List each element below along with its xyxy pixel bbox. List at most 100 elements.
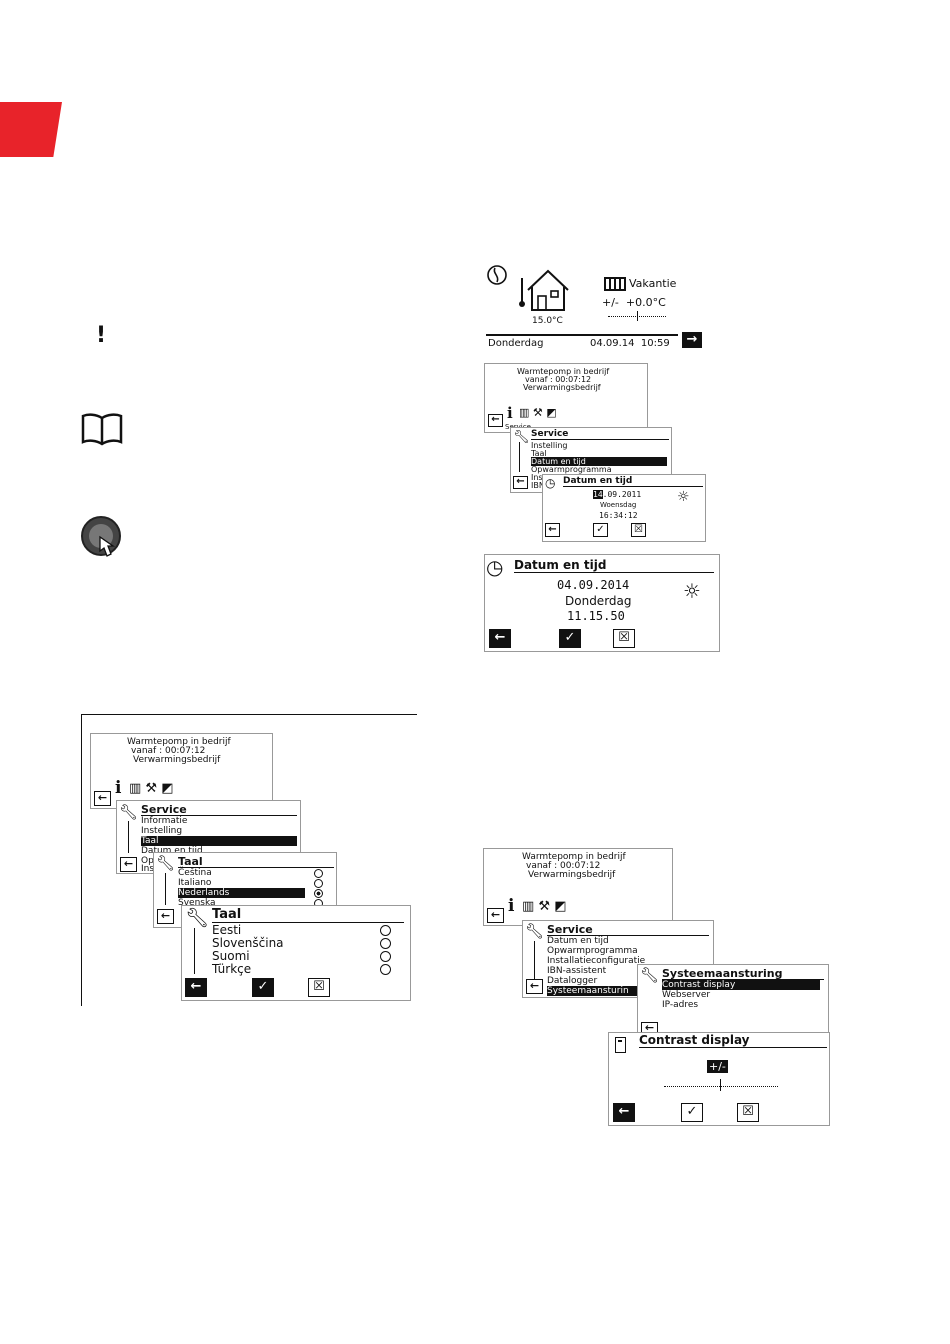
back-button[interactable]: ← bbox=[641, 1022, 658, 1035]
figure-frame-left bbox=[81, 714, 82, 1006]
status-screen: 15.0°C Vakantie +/- +0.0°C Donderdag 04.… bbox=[484, 260, 710, 354]
back-button[interactable]: ← bbox=[94, 791, 111, 806]
menu-item-informatie[interactable]: Informatie bbox=[141, 816, 188, 826]
wrench-icon: 🔧︎ bbox=[156, 854, 176, 872]
icon-row: ▥ ⚒ ◩ bbox=[522, 899, 567, 914]
menu-item-taal[interactable]: Taal bbox=[531, 449, 547, 458]
menu-item-ip-adres[interactable]: IP-adres bbox=[662, 1000, 699, 1010]
lang-eesti[interactable]: Eesti bbox=[212, 923, 242, 937]
status-line-3: Verwarmingsbedrijf bbox=[133, 755, 221, 765]
radio-nederlands[interactable] bbox=[314, 889, 323, 898]
wrench-icon: 🔧︎ bbox=[185, 907, 210, 929]
systeemaansturing-menu: 🔧︎ Systeemaansturing Contrast display We… bbox=[637, 964, 829, 1036]
cancel-button[interactable]: ☒ bbox=[613, 629, 635, 648]
weekday: Woensdag bbox=[600, 501, 637, 509]
menu-item-instelling[interactable]: Instelling bbox=[141, 826, 183, 836]
confirm-button[interactable]: ✓ bbox=[593, 523, 608, 537]
radio-cestina[interactable] bbox=[314, 869, 323, 878]
month-year: .09.2011 bbox=[602, 490, 642, 499]
back-button[interactable]: ← bbox=[489, 629, 511, 648]
menu-item-opwarmprogramma[interactable]: Opwarmprogramma bbox=[547, 946, 638, 956]
day-field[interactable]: 14 bbox=[593, 490, 603, 499]
confirm-button[interactable]: ✓ bbox=[559, 629, 581, 648]
info-icon: i bbox=[508, 896, 515, 916]
lang-slovenscina[interactable]: Slovenščina bbox=[212, 936, 284, 950]
info-icon: i bbox=[507, 404, 513, 422]
radio-suomi[interactable] bbox=[380, 951, 391, 962]
back-button[interactable]: ← bbox=[613, 1103, 635, 1122]
offset-marker bbox=[637, 311, 638, 321]
date-time: 04.09.14 10:59 bbox=[590, 338, 670, 349]
back-button[interactable]: ← bbox=[487, 908, 504, 923]
lang-nederlands[interactable]: Nederlands bbox=[178, 888, 305, 898]
lang-taal-menu-large: 🔧︎ Taal Eesti Slovenščina Suomi Türkçe ←… bbox=[181, 905, 411, 1001]
menu-item-taal[interactable]: Taal bbox=[141, 836, 297, 846]
sun-icon: ☼ bbox=[677, 489, 690, 505]
menu-item-ibn-assistent[interactable]: IBN-assistent bbox=[547, 966, 607, 976]
menu-item-installatieconfiguratie[interactable]: Installatieconfiguratie bbox=[547, 956, 646, 966]
status-line-2: vanaf : 00:07:12 bbox=[526, 861, 601, 871]
back-button[interactable]: ← bbox=[545, 523, 560, 537]
menu-item-datum-en-tijd[interactable]: Datum en tijd bbox=[141, 846, 203, 856]
menu-item-instelling[interactable]: Instelling bbox=[531, 441, 568, 450]
status-line-2: vanaf : 00:07:12 bbox=[131, 746, 206, 756]
cancel-button[interactable]: ☒ bbox=[308, 978, 330, 997]
lang-svenska[interactable]: Svenska bbox=[178, 898, 216, 908]
house-icon bbox=[519, 269, 569, 311]
chapter-tab bbox=[0, 102, 62, 157]
date[interactable]: 04.09.2014 bbox=[557, 578, 630, 592]
wrench-icon: 🔧︎ bbox=[640, 966, 660, 984]
lang-status-screen: Warmtepomp in bedrijf vanaf : 00:07:12 V… bbox=[90, 733, 273, 809]
service-title: Service bbox=[141, 804, 297, 816]
cancel-button[interactable]: ☒ bbox=[737, 1103, 759, 1122]
radio-slovenscina[interactable] bbox=[380, 938, 391, 949]
warning-icon: ! bbox=[96, 323, 107, 348]
radio-eesti[interactable] bbox=[380, 925, 391, 936]
lang-cestina[interactable]: Čeština bbox=[178, 868, 212, 878]
menu-item-datum-en-tijd[interactable]: Datum en tijd bbox=[531, 457, 667, 466]
icon-row: ▥ ⚒ ◩ bbox=[519, 406, 557, 419]
wrench-icon: 🔧︎ bbox=[119, 803, 139, 821]
menu-item-systeemaansturing[interactable]: Systeemaansturin bbox=[547, 986, 711, 996]
scroll-indicator[interactable] bbox=[194, 928, 195, 974]
next-arrow-button[interactable]: → bbox=[682, 332, 702, 348]
info-icon: i bbox=[115, 778, 122, 798]
radio-turkce[interactable] bbox=[380, 964, 391, 975]
contrast-slider[interactable] bbox=[664, 1086, 778, 1087]
truncated-item: Op bbox=[141, 856, 154, 866]
menu-item-datum-en-tijd[interactable]: Datum en tijd bbox=[547, 936, 609, 946]
menu-item-datalogger[interactable]: Datalogger bbox=[547, 976, 598, 986]
slider-marker[interactable] bbox=[720, 1079, 721, 1091]
back-button[interactable]: ← bbox=[526, 979, 543, 994]
back-button[interactable]: ← bbox=[120, 857, 137, 872]
scroll-indicator[interactable] bbox=[128, 821, 129, 853]
status-line-2: vanaf : 00:07:12 bbox=[525, 375, 592, 384]
status-line-1: Warmtepomp in bedrijf bbox=[517, 367, 610, 376]
wrench-icon: 🔧︎ bbox=[525, 922, 545, 940]
offset-value: +/- +0.0°C bbox=[602, 296, 666, 309]
scroll-indicator[interactable] bbox=[165, 873, 166, 905]
menu-item-opwarmprogramma[interactable]: Opwarmprogramma bbox=[531, 465, 612, 474]
back-button[interactable]: ← bbox=[157, 909, 174, 924]
display-icon bbox=[615, 1037, 626, 1053]
datetime-title: Datum en tijd bbox=[563, 477, 703, 487]
truncated-item: IBN bbox=[531, 481, 545, 490]
confirm-button[interactable]: ✓ bbox=[681, 1103, 703, 1122]
lang-italiano[interactable]: Italiano bbox=[178, 878, 212, 888]
radio-italiano[interactable] bbox=[314, 879, 323, 888]
outdoor-temperature: 15.0°C bbox=[532, 316, 563, 326]
status-line-1: Warmtepomp in bedrijf bbox=[127, 737, 231, 747]
time[interactable]: 11.15.50 bbox=[567, 609, 625, 623]
menu-item-contrast-display[interactable]: Contrast display bbox=[662, 980, 820, 990]
back-button[interactable]: ← bbox=[185, 978, 207, 997]
scroll-indicator[interactable] bbox=[534, 941, 535, 979]
lang-turkce[interactable]: Türkçe bbox=[212, 962, 252, 976]
confirm-button[interactable]: ✓ bbox=[252, 978, 274, 997]
back-button[interactable]: ← bbox=[488, 414, 503, 427]
menu-item-webserver[interactable]: Webserver bbox=[662, 990, 711, 1000]
lang-suomi[interactable]: Suomi bbox=[212, 949, 250, 963]
back-button[interactable]: ← bbox=[513, 476, 528, 489]
scroll-indicator[interactable] bbox=[519, 442, 520, 472]
contrast-value[interactable]: +/- bbox=[707, 1060, 728, 1073]
cancel-button[interactable]: ☒ bbox=[631, 523, 646, 537]
